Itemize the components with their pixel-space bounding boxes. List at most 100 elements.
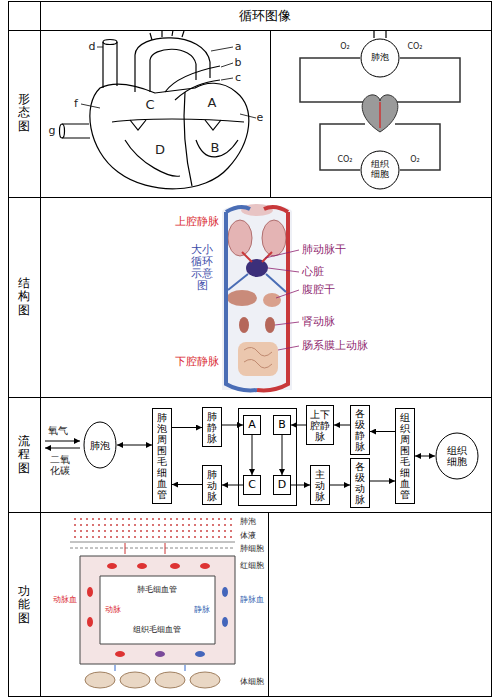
flow-arrow [252,435,253,475]
body-circulation [263,293,281,307]
part-label: 体液 [240,531,256,541]
gas-exchange-drawing [70,517,235,688]
leader-line [221,78,233,80]
leader-line [265,250,299,350]
table-grid [9,2,492,697]
leader-line [81,104,100,108]
vessel-box: 各级动脉 [350,458,370,508]
part-label: 静脉 [194,605,210,615]
gas-exchange-drawing [87,617,93,627]
gas-exchange-drawing [70,517,235,539]
leader-line [211,47,233,51]
body-circulation [242,252,272,262]
blood-label: 动脉血 [53,595,77,605]
circulation-schematic [300,58,363,102]
leader-line [278,346,299,350]
part-letter: a [235,40,242,53]
gas-exchange-drawing [170,563,180,569]
part-letter: f [74,97,78,110]
heart-drawing [125,140,238,176]
gas-exchange-drawing [80,556,235,664]
gas-label: CO₂ [407,42,422,52]
vessel-box: 上下腔静脉 [306,405,334,445]
ellipse-outline [436,433,478,479]
gas-exchange-drawing [190,672,220,688]
heart-drawing [103,40,117,45]
table-header: 循环图像 [239,8,291,24]
flow-arrow [222,485,243,486]
part-letter: g [49,124,56,137]
circulation-schematic [397,58,460,102]
row-heading: 形态图 [18,93,30,133]
flow-arrow [330,485,350,486]
heart-drawing [60,30,249,189]
body-circulation [265,317,275,333]
capillary-box: 肺泡周围毛细血管 [152,408,172,504]
vessel-label: 上腔静脉 [175,215,219,228]
row-heading: 结构图 [18,277,30,317]
table-grid [40,2,41,697]
ellipse-outline [361,151,399,189]
node-text: 组织周围毛细血管 [400,412,410,500]
node-text: 组织细胞 [447,445,467,467]
table-grid [268,513,269,697]
vessel-box: 肺静脉 [202,407,222,447]
body-circulation [238,342,278,376]
flow-arrow [117,445,152,446]
gas-exchange-drawing [155,651,165,657]
body-circulation [257,207,288,390]
gas-label: 二氧化碳 [50,454,70,476]
tissue-cell-circle: 组织细胞 [360,150,400,190]
heart-drawing [184,92,192,186]
ellipse-outline [361,39,399,77]
node-text: 肺泡周围毛细血管 [157,412,167,500]
circulation-schematic [300,31,460,170]
gas-exchange-drawing [87,587,93,597]
node-text: D [278,479,286,491]
flow-arrow [172,484,202,485]
body-circulation [246,259,268,277]
gas-exchange-drawing [137,563,147,569]
vessel-label: 肺动脉干 [302,243,346,256]
heart-chamber-frame [239,409,297,506]
gas-exchange-drawing [195,651,205,657]
table-grid [9,512,492,513]
circulation-schematic [320,124,365,170]
chamber-letter: B [211,140,220,156]
flow-arrow [291,425,306,426]
alveolus-ellipse: 肺泡 [83,421,117,469]
leader-line [97,47,103,48]
part-label: 肺细胞 [240,544,264,554]
blood-label: 静脉血 [240,595,264,605]
flow-arrow [282,435,283,475]
flow-arrow [370,431,395,432]
gas-exchange-drawing [70,548,235,549]
gas-label: O₂ [340,42,350,52]
leader-line [240,114,256,118]
heart-icon [362,95,398,132]
body-circulation [228,220,252,256]
heart-icon [379,102,381,128]
gas-exchange-drawing [115,651,125,657]
chamber-box: C [243,475,261,495]
node-text: B [278,419,286,431]
circulation-schematic [395,124,440,170]
heart-drawing [60,124,65,138]
node-text: 肺泡 [90,440,110,451]
table-grid [270,31,271,198]
table-grid [9,2,492,697]
leader-line [265,250,299,258]
table-grid [9,397,492,398]
node-text: 各级动脉 [355,461,365,505]
leader-line [221,63,233,67]
node-text: C [248,479,256,491]
figure-title: 大小循环示意图 [191,244,213,292]
flow-arrow [415,456,435,457]
node-text: 肺静脉 [207,411,217,444]
gas-exchange-drawing [200,563,210,569]
vessel-label: 肾动脉 [302,315,335,328]
flow-arrow [370,481,395,482]
ellipse-outline [84,422,116,468]
heart-drawing [150,30,184,40]
gas-arrow [45,448,80,449]
